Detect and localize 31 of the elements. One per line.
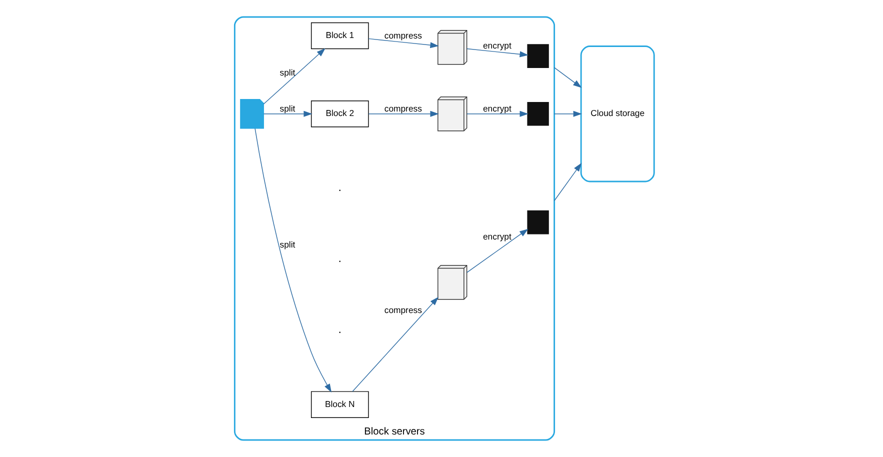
arrow — [554, 67, 582, 88]
arrow — [368, 38, 439, 48]
label: . — [338, 252, 342, 265]
node-box: Block 2 — [310, 100, 369, 128]
arrow — [254, 128, 332, 392]
arrow — [368, 110, 439, 117]
edge-label: compress — [384, 103, 422, 114]
edge-label: split — [280, 103, 296, 114]
node-box: Block 1 — [310, 22, 369, 50]
node-lock — [527, 44, 549, 68]
edge-label: encrypt — [482, 103, 512, 114]
label: . — [338, 324, 342, 336]
edge-label: compress — [384, 305, 422, 316]
node-lock — [527, 102, 549, 126]
arrow — [352, 296, 438, 392]
node-box: Cloud storage — [580, 46, 655, 182]
arrow — [263, 48, 326, 104]
edge-label: compress — [384, 30, 422, 40]
arrow — [554, 110, 582, 117]
edge-label: encrypt — [482, 40, 512, 51]
arrow — [466, 228, 528, 273]
label: . — [338, 182, 342, 194]
edge-label: split — [280, 67, 296, 78]
edge-label: encrypt — [482, 231, 512, 242]
node-lock — [527, 210, 549, 234]
node-box: Block N — [310, 391, 369, 418]
arrow — [554, 162, 582, 202]
arrow — [263, 110, 312, 117]
arrow — [466, 110, 528, 117]
edge-label: split — [280, 239, 296, 250]
arrow — [466, 48, 528, 58]
